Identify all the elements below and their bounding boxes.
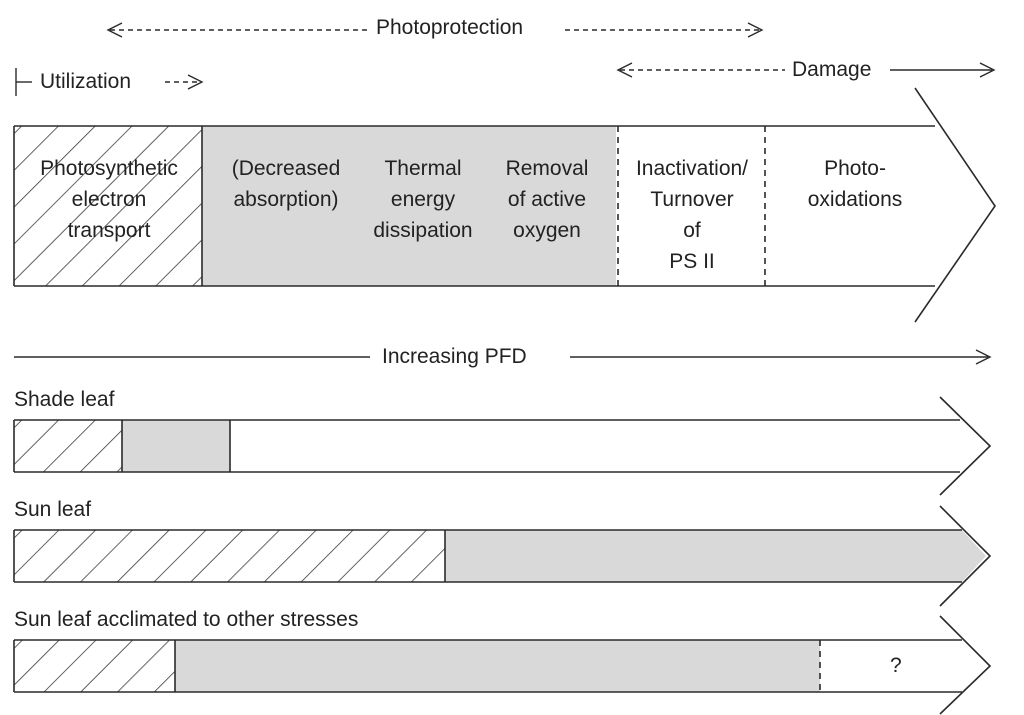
utilization-arrow xyxy=(15,68,204,96)
sun-leaf-acclimated-label: Sun leaf acclimated to other stresses xyxy=(14,608,359,631)
cell-photo-oxidations: Photo- oxidations xyxy=(807,157,903,211)
increasing-pfd-arrow xyxy=(14,349,992,365)
shade-leaf-bar xyxy=(13,396,992,496)
sun-leaf-label: Sun leaf xyxy=(14,498,92,521)
cell-inactivation-turnover-psii: Inactivation/ Turnover of PS II xyxy=(635,157,749,273)
sun-leaf-acclimated-bar xyxy=(13,615,992,715)
cell-decreased-absorption: (Decreased absorption) xyxy=(231,157,341,211)
unknown-question-mark: ? xyxy=(890,654,902,677)
damage-arrow xyxy=(616,62,996,78)
shade-leaf-label: Shade leaf xyxy=(14,388,115,411)
main-bar xyxy=(13,87,996,323)
damage-label: Damage xyxy=(792,58,872,81)
main-bar-arrowhead xyxy=(914,87,996,323)
main-bar-hatch-region xyxy=(14,126,202,286)
sun-leaf-bar xyxy=(13,505,992,607)
photoprotection-arrow xyxy=(106,22,764,38)
cell-photosynthetic-electron-transport: Photosynthetic electron transport xyxy=(40,157,178,242)
cell-removal-of-active-oxygen: Removal of active oxygen xyxy=(505,157,589,242)
main-bar-gray-region xyxy=(202,126,616,286)
photoprotection-label: Photoprotection xyxy=(376,16,524,39)
cell-thermal-energy-dissipation: Thermal energy dissipation xyxy=(373,157,473,242)
utilization-label: Utilization xyxy=(40,70,132,93)
increasing-pfd-label: Increasing PFD xyxy=(382,345,527,368)
